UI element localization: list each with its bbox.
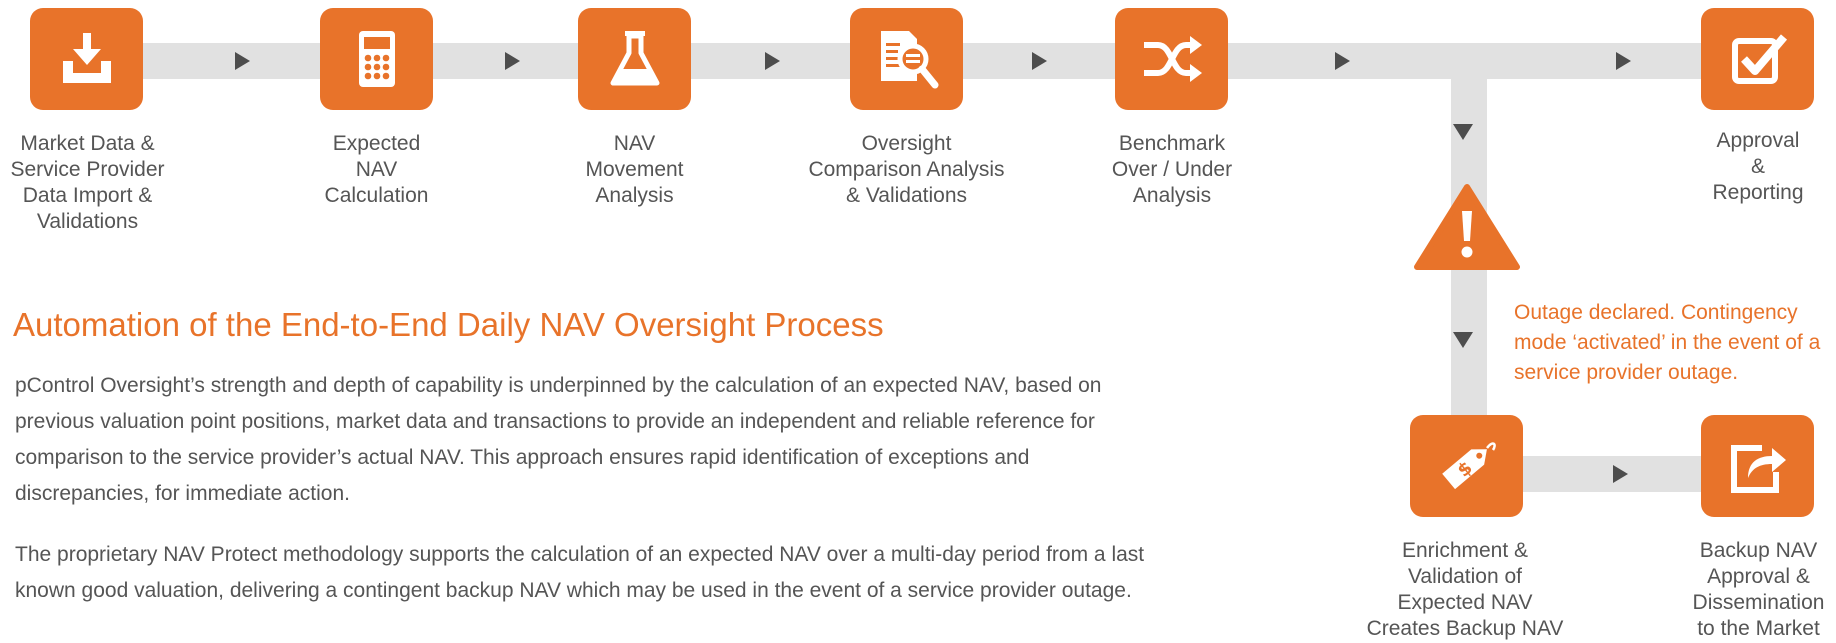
- step-oversight-comparison: [850, 8, 963, 110]
- shuffle-icon: [1143, 36, 1202, 82]
- body-paragraph: pControl Oversight’s strength and depth …: [15, 374, 1102, 505]
- flow-arrow: [1032, 52, 1047, 70]
- step-nav-movement: [578, 8, 691, 110]
- step-expected-nav: [320, 8, 433, 110]
- step-import: [30, 8, 143, 110]
- flow-arrow: [505, 52, 520, 70]
- step-label: Market Data & Service Provider Data Impo…: [10, 132, 165, 233]
- backup-flow-connector: [1487, 456, 1727, 492]
- warning-triangle-icon: [1414, 184, 1520, 270]
- step-label: Benchmark Over / Under Analysis: [1111, 132, 1233, 207]
- flask-icon: [610, 31, 659, 86]
- step-label: Oversight Comparison Analysis & Validati…: [808, 132, 1005, 207]
- page-title: Automation of the End-to-End Daily NAV O…: [13, 306, 884, 343]
- flow-arrow: [1616, 52, 1631, 70]
- step-label: NAV Movement Analysis: [585, 132, 684, 207]
- flow-arrow: [235, 52, 250, 70]
- inbox-download-icon: [62, 33, 111, 83]
- step-label: Enrichment & Validation of Expected NAV …: [1366, 539, 1564, 640]
- step-benchmark: [1115, 8, 1228, 110]
- flow-arrow: [1335, 52, 1350, 70]
- step-enrichment: $: [1410, 415, 1523, 517]
- step-label: Expected NAV Calculation: [324, 132, 429, 207]
- document-magnifier-icon: [880, 31, 938, 89]
- flow-arrow: [1613, 465, 1628, 483]
- outage-note: Outage declared. Contingency mode ‘activ…: [1514, 301, 1821, 384]
- checkbox-icon: [1731, 34, 1787, 84]
- step-approval: [1701, 8, 1814, 110]
- flow-arrow-down: [1453, 124, 1473, 140]
- price-tag-icon: $: [1441, 442, 1496, 490]
- calculator-icon: [358, 31, 395, 87]
- step-label: Backup NAV Approval & Dissemination to t…: [1692, 539, 1825, 640]
- flow-arrow: [765, 52, 780, 70]
- body-paragraph: The proprietary NAV Protect methodology …: [15, 543, 1145, 602]
- flow-arrow-down: [1453, 332, 1473, 348]
- step-backup-nav: [1701, 415, 1814, 517]
- share-export-icon: [1730, 445, 1786, 493]
- step-label: Approval & Reporting: [1712, 129, 1804, 204]
